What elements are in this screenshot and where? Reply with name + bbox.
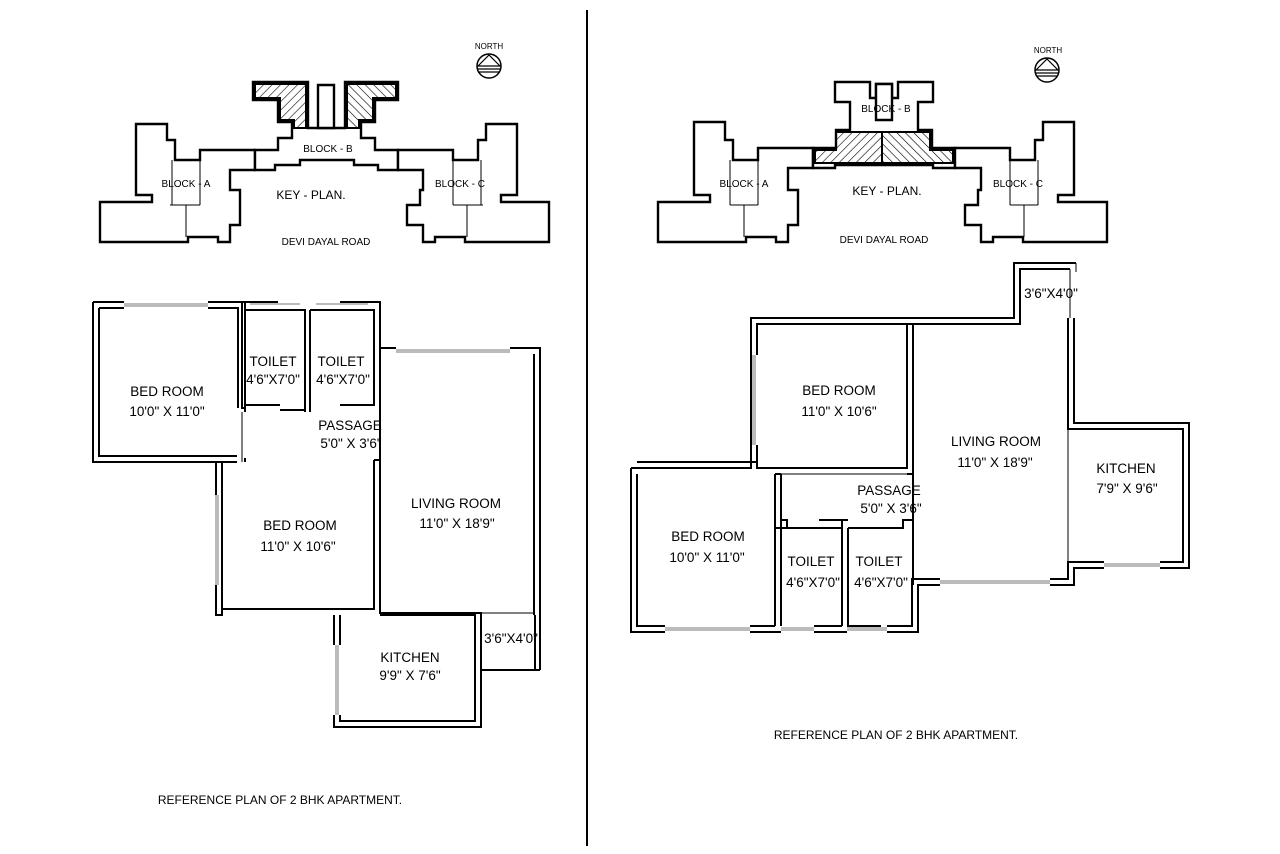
passage-name: PASSAGE <box>857 483 921 498</box>
block-b-label: BLOCK - B <box>303 144 353 155</box>
living-room-size: 11'0" X 18'9" <box>957 455 1032 470</box>
key-plan-right: NORTH BLOCK - A BLOCK - B BLOCK - C KEY … <box>656 46 1109 246</box>
north-label: NORTH <box>1034 46 1063 55</box>
kitchen-size: 9'9" X 7'6" <box>379 668 440 683</box>
kitchen-name: KITCHEN <box>1096 461 1155 476</box>
key-plan-label: KEY - PLAN. <box>276 188 345 202</box>
toilet-1-name: TOILET <box>787 554 834 569</box>
right-plan: NORTH BLOCK - A BLOCK - B BLOCK - C KEY … <box>630 46 1190 742</box>
kitchen-size: 7'9" X 9'6" <box>1096 481 1157 496</box>
north-label: NORTH <box>475 42 504 51</box>
kitchen-name: KITCHEN <box>380 650 439 665</box>
living-room-name: LIVING ROOM <box>951 434 1041 449</box>
bedroom-2-name: BED ROOM <box>263 518 337 533</box>
bedroom-2-name: BED ROOM <box>671 529 745 544</box>
toilet-1-name: TOILET <box>249 354 296 369</box>
bedroom-1-name: BED ROOM <box>802 383 876 398</box>
toilet-2-name: TOILET <box>855 554 902 569</box>
road-label: DEVI DAYAL ROAD <box>282 237 371 248</box>
apartment-plan-left: BED ROOM 10'0" X 11'0" TOILET 4'6"X7'0" … <box>92 301 541 728</box>
block-b-label: BLOCK - B <box>861 104 911 115</box>
bedroom-2-size: 11'0" X 10'6" <box>260 539 335 554</box>
key-plan-left: NORTH BLOCK - A BLOCK - B BLOCK - C KEY … <box>98 42 551 248</box>
toilet-2-name: TOILET <box>317 354 364 369</box>
balcony-size: 3'6"X4'0" <box>484 631 538 646</box>
bedroom-1-size: 11'0" X 10'6" <box>801 404 876 419</box>
block-a-label: BLOCK - A <box>162 179 211 190</box>
caption-left: REFERENCE PLAN OF 2 BHK APARTMENT. <box>158 793 402 807</box>
road-label: DEVI DAYAL ROAD <box>840 235 929 246</box>
key-plan-label: KEY - PLAN. <box>852 184 921 198</box>
living-room-name: LIVING ROOM <box>411 496 501 511</box>
block-c-label: BLOCK - C <box>435 179 485 190</box>
left-plan: NORTH BLOCK - A BLOCK - B BLOCK - C KEY … <box>92 42 551 807</box>
north-arrow-icon <box>1034 57 1060 83</box>
block-c-label: BLOCK - C <box>993 179 1043 190</box>
passage-size: 5'0" X 3'6" <box>320 436 381 451</box>
toilet-2-size: 4'6"X7'0" <box>854 575 908 590</box>
caption-right: REFERENCE PLAN OF 2 BHK APARTMENT. <box>774 728 1018 742</box>
bedroom-2-size: 10'0" X 11'0" <box>669 550 744 565</box>
balcony-size: 3'6"X4'0" <box>1024 286 1078 301</box>
bedroom-1-size: 10'0" X 11'0" <box>129 404 204 419</box>
passage-name: PASSAGE <box>318 418 382 433</box>
apartment-plan-right: 3'6"X4'0" BED ROOM 11'0" X 10'6" LIVING … <box>630 262 1190 633</box>
toilet-1-size: 4'6"X7'0" <box>246 372 300 387</box>
block-a-label: BLOCK - A <box>720 179 769 190</box>
bedroom-1-name: BED ROOM <box>130 384 204 399</box>
toilet-1-size: 4'6"X7'0" <box>786 575 840 590</box>
north-arrow-icon <box>476 53 502 79</box>
passage-size: 5'0" X 3'6" <box>860 501 921 516</box>
toilet-2-size: 4'6"X7'0" <box>316 372 370 387</box>
living-room-size: 11'0" X 18'9" <box>419 516 494 531</box>
